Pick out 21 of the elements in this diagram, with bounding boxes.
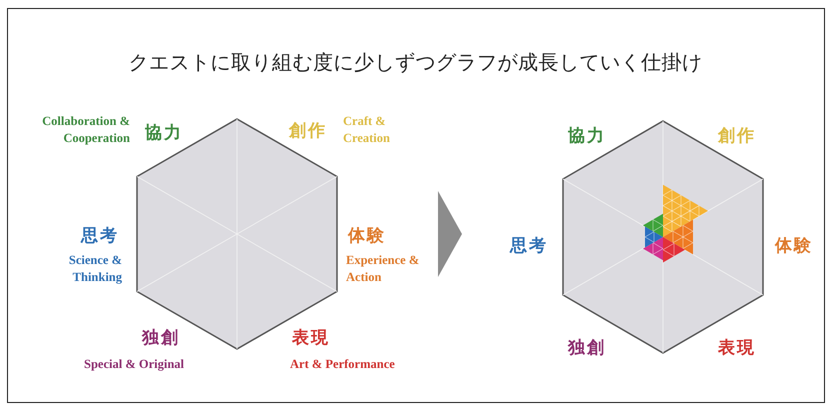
axis-caption: Experience & Action [346, 252, 420, 286]
axis-label: 創作 [716, 126, 757, 146]
hexagon-chart [137, 119, 337, 349]
title: クエストに取り組む度に少しずつグラフが成長していく仕掛け [128, 51, 704, 76]
axis-caption: Science & Thinking [68, 252, 122, 286]
axis-label: 表現 [717, 338, 757, 358]
axis-label: 表現 [291, 328, 331, 348]
axis-label: 独創 [566, 338, 607, 358]
axis-label: 協力 [567, 126, 607, 146]
axis-caption: Art & Performance [290, 356, 396, 373]
axis-label: 思考 [508, 236, 549, 256]
axis-label: 思考 [80, 226, 120, 246]
axis-label: 体験 [346, 226, 387, 246]
axis-label: 体験 [774, 236, 814, 256]
axis-label: 独創 [140, 328, 181, 348]
axis-caption: Special & Original [83, 356, 184, 373]
axis-label: 協力 [144, 123, 184, 143]
axis-caption: Collaboration & Cooperation [41, 113, 130, 147]
chevron-arrow [438, 191, 462, 277]
axis-label: 創作 [288, 121, 328, 141]
axis-caption: Craft & Creation [343, 113, 391, 147]
